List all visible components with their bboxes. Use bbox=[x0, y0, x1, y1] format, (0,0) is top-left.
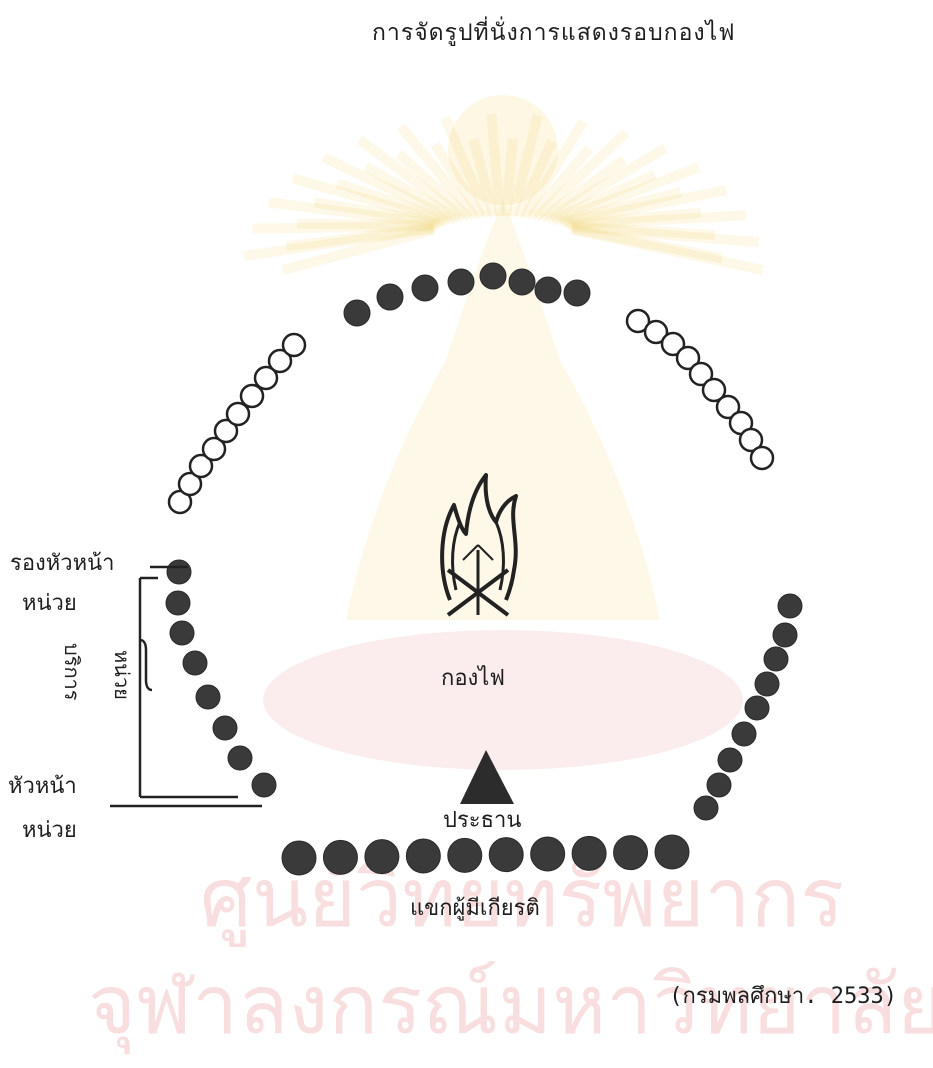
unit-member-seat bbox=[167, 560, 191, 584]
leader-label: หัวหน้า bbox=[8, 776, 77, 798]
guest-seat bbox=[448, 838, 482, 872]
service-vertical-label: บริการ bbox=[62, 643, 82, 701]
guest-seat bbox=[614, 836, 648, 870]
unit-member-seat bbox=[228, 746, 252, 770]
guest-seat bbox=[282, 841, 316, 875]
performer-seat-filled bbox=[448, 269, 474, 295]
unit-label-top: หน่วย bbox=[22, 593, 77, 615]
campfire-label: กองไฟ bbox=[441, 668, 505, 690]
unit-member-seat bbox=[166, 591, 190, 615]
unit-member-seat bbox=[732, 722, 756, 746]
guest-seat bbox=[489, 838, 523, 872]
unit-member-seat bbox=[183, 651, 207, 675]
chairman-label: ประธาน bbox=[443, 810, 521, 832]
performer-seat-filled bbox=[412, 275, 438, 301]
performer-seat-filled bbox=[377, 284, 403, 310]
performer-seat-filled bbox=[564, 280, 590, 306]
audience-seat-open bbox=[751, 447, 773, 469]
deputy-leader-label: รองหัวหน้า bbox=[10, 553, 115, 575]
diagram-title: การจัดรูปที่นั่งการแสดงรอบกองไฟ bbox=[372, 22, 736, 45]
performer-seat-filled bbox=[509, 269, 535, 295]
unit-member-seat bbox=[718, 748, 742, 772]
unit-member-seat bbox=[213, 716, 237, 740]
guest-seat bbox=[323, 840, 357, 874]
unit-member-seat bbox=[764, 647, 788, 671]
unit-member-seat bbox=[745, 696, 769, 720]
citation: (กรมพลศึกษา. 2533) bbox=[669, 986, 897, 1008]
guest-seat bbox=[572, 836, 606, 870]
unit-member-seat bbox=[252, 773, 276, 797]
audience-seat-open bbox=[283, 334, 305, 356]
unit-member-seat bbox=[755, 672, 779, 696]
chairman-triangle bbox=[460, 750, 514, 804]
performer-seat-filled bbox=[480, 263, 506, 289]
guest-seat bbox=[655, 835, 689, 869]
guest-seat bbox=[406, 839, 440, 873]
guests-label: แขกผู้มีเกียรติ bbox=[410, 898, 540, 920]
unit-vertical-label: หน่วย bbox=[112, 650, 132, 700]
unit-member-seat bbox=[170, 621, 194, 645]
guest-seat bbox=[365, 840, 399, 874]
performer-seat-filled bbox=[535, 277, 561, 303]
unit-label-bottom: หน่วย bbox=[22, 820, 77, 842]
unit-member-seat bbox=[196, 685, 220, 709]
guest-seat bbox=[531, 837, 565, 871]
unit-member-seat bbox=[773, 623, 797, 647]
unit-member-seat bbox=[694, 796, 718, 820]
performer-seat-filled bbox=[344, 300, 370, 326]
unit-member-seat bbox=[707, 773, 731, 797]
campfire-icon bbox=[442, 475, 516, 615]
unit-member-seat bbox=[778, 594, 802, 618]
